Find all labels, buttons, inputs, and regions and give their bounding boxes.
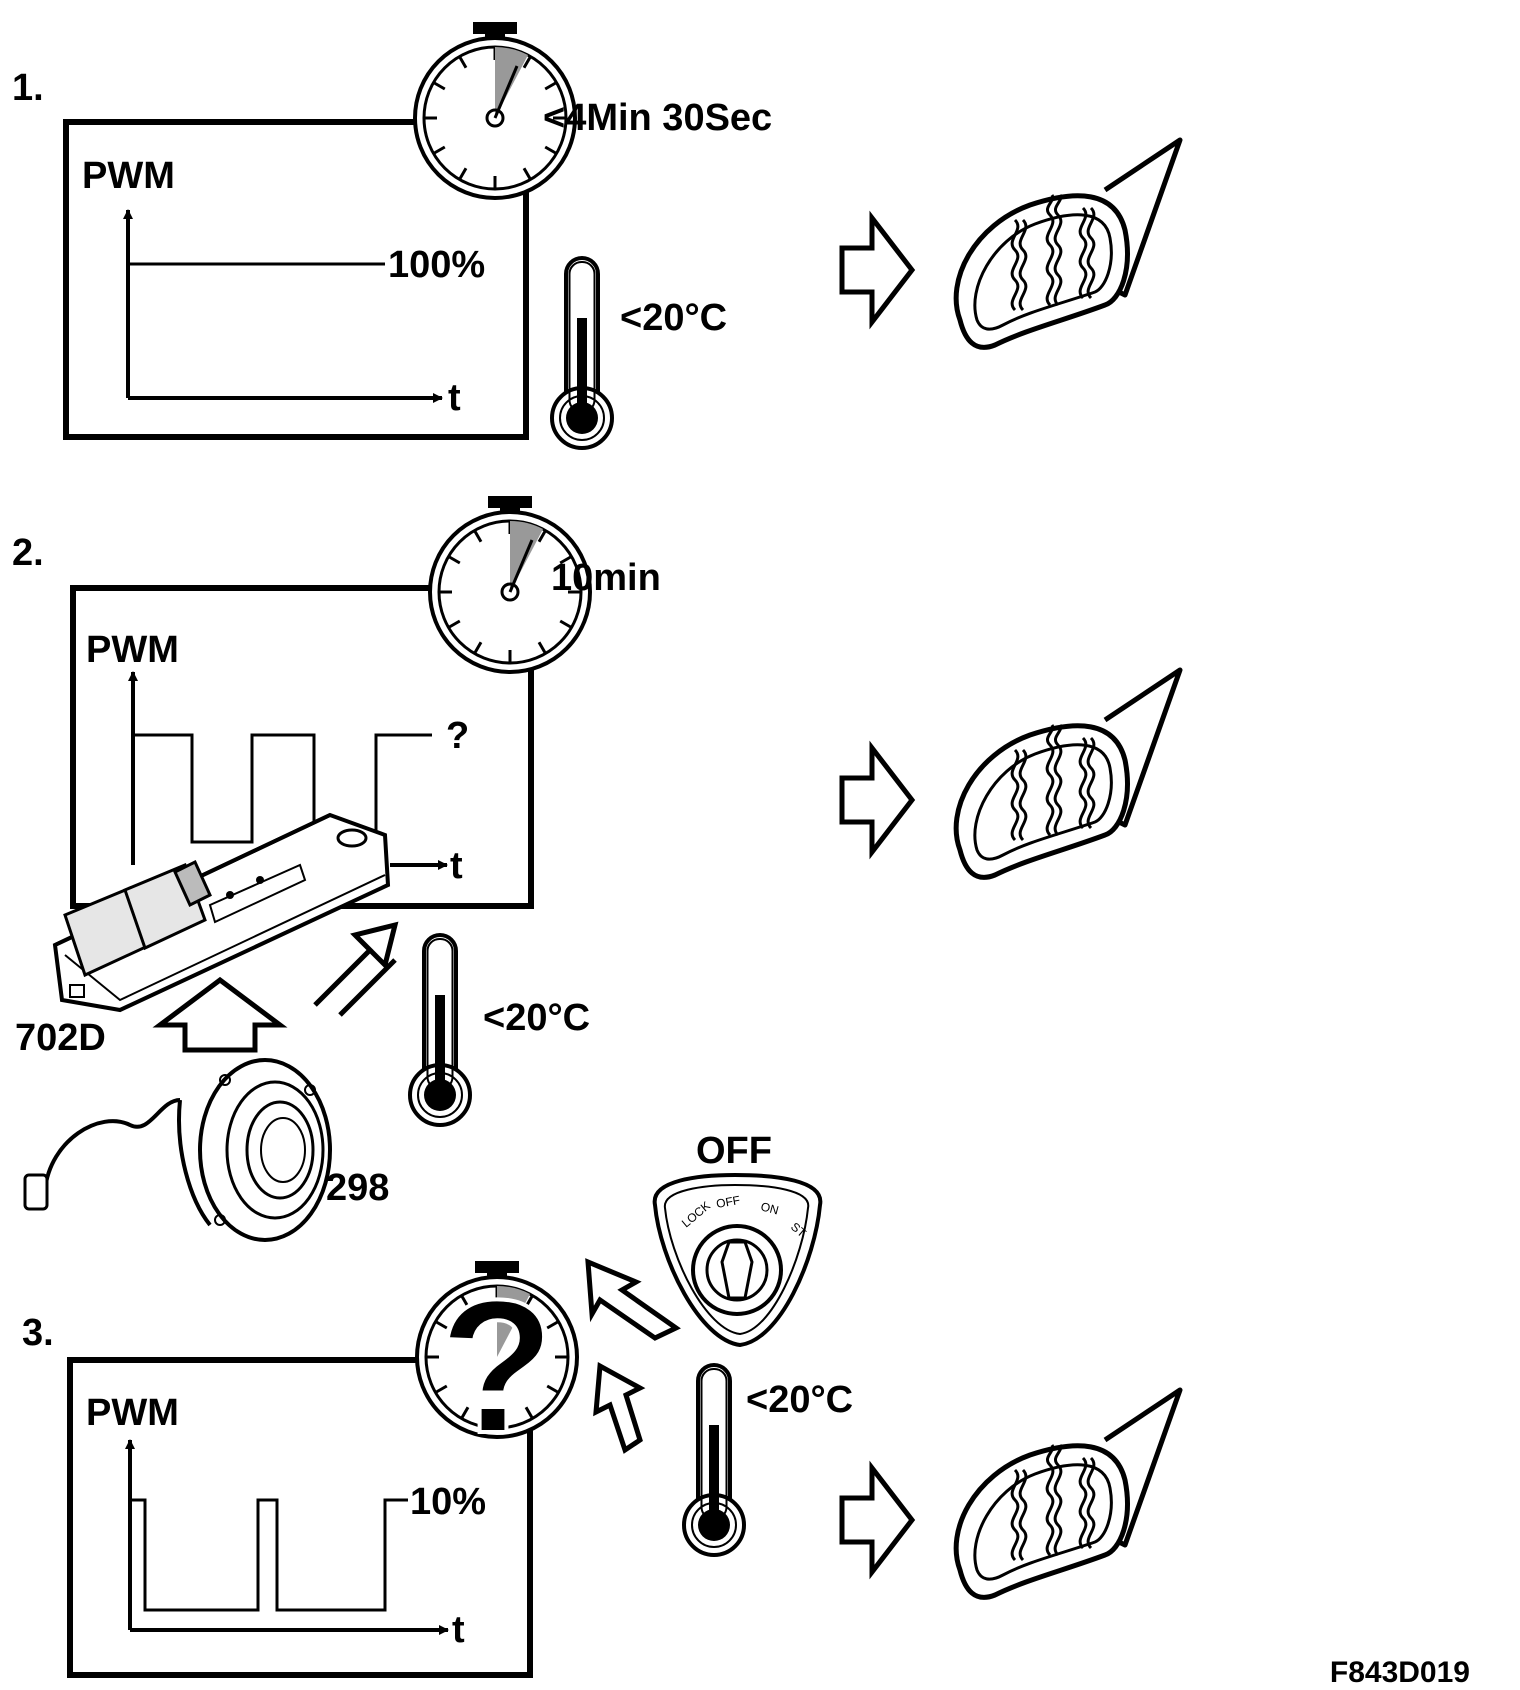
ignition-state-label: OFF <box>696 1130 772 1172</box>
heated-mirror-icon <box>956 1390 1180 1597</box>
window-switch-pack-icon <box>52 812 391 1013</box>
step2-time-axis-label: t <box>450 845 463 887</box>
arrow-up-icon <box>152 976 288 1053</box>
step2-temp-label: <20°C <box>483 997 590 1039</box>
step2-number: 2. <box>12 532 44 574</box>
step1-time-axis-label: t <box>448 377 461 419</box>
step1-pwm-axis-label: PWM <box>82 155 175 197</box>
step3-pwm-axis-label: PWM <box>86 1392 179 1434</box>
ignition-position-on: ON <box>759 1199 780 1217</box>
arrow-right-icon <box>842 1468 912 1572</box>
step2-pwm-axis-label: PWM <box>86 629 179 671</box>
thermometer-icon <box>550 256 614 450</box>
step1-temp-label: <20°C <box>620 297 727 339</box>
step3-timer-question-mark: ? <box>439 1261 555 1473</box>
stopwatch-icon <box>413 20 577 200</box>
step3-number: 3. <box>22 1312 54 1354</box>
step3-pwm-signal-line <box>130 1498 408 1612</box>
stopwatch-icon <box>415 1259 579 1439</box>
step2-pwm-signal-line <box>133 733 432 844</box>
arrow-diagonal-icon <box>313 921 399 1017</box>
step3-time-axis-label: t <box>452 1609 465 1651</box>
arrow-diagonal-icon <box>593 1361 646 1454</box>
step2-sensor-part-number: 298 <box>326 1167 389 1209</box>
arrow-diagonal-icon <box>585 1258 681 1341</box>
arrow-right-icon <box>842 218 912 322</box>
thermometer-icon <box>408 933 472 1127</box>
figure-code: F843D019 <box>1330 1656 1470 1689</box>
step1-level-label: 100% <box>388 244 485 286</box>
step2-timer-label: 10min <box>551 557 661 599</box>
step3-level-label: 10% <box>410 1481 486 1523</box>
stopwatch-icon <box>428 494 592 674</box>
heated-mirror-icon <box>956 140 1180 347</box>
ignition-position-off: OFF <box>715 1193 741 1211</box>
thermometer-icon <box>682 1363 746 1557</box>
ignition-switch-icon: LOCK OFF ON ST <box>652 1172 823 1348</box>
heated-mirror-icon <box>956 670 1180 877</box>
wheel-hub-sensor-icon <box>23 1058 332 1242</box>
step2-unknown-label: ? <box>446 715 469 757</box>
arrow-right-icon <box>842 748 912 852</box>
step1-timer-label: <4Min 30Sec <box>543 97 772 139</box>
step3-temp-label: <20°C <box>746 1379 853 1421</box>
step1-number: 1. <box>12 67 44 109</box>
step2-switch-part-number: 702D <box>15 1017 106 1059</box>
